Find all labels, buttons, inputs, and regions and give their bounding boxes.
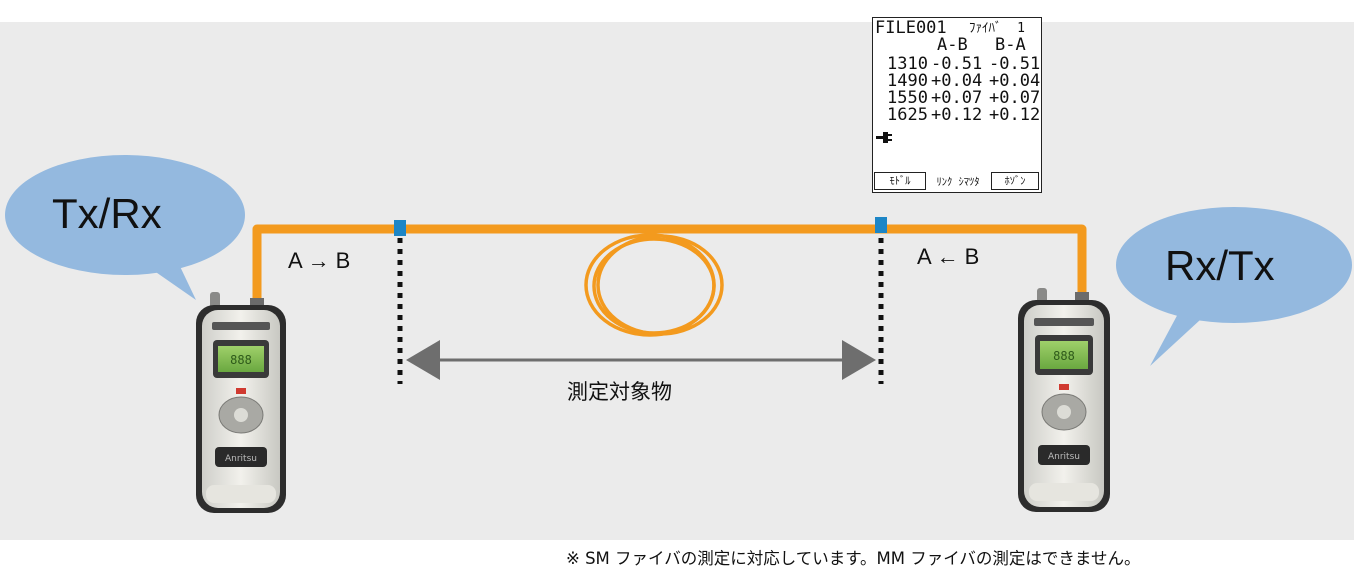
lcd-col-ab: A-B — [937, 35, 968, 55]
svg-text:Anritsu: Anritsu — [1048, 452, 1080, 462]
lcd-row-ba: -0.51 — [989, 54, 1041, 74]
lcd-row-wavelength: 1310 — [887, 54, 928, 74]
handheld-device-right: 888 Anritsu — [1018, 288, 1110, 512]
lcd-row-ba: +0.12 — [989, 105, 1041, 125]
speech-bubble-left — [5, 155, 245, 300]
connector-right — [875, 217, 887, 233]
lcd-fiber-number: ﾌｧｲﾊﾞ 1 — [969, 21, 1025, 36]
lcd-col-ba: B-A — [995, 35, 1026, 55]
plug-icon — [876, 132, 892, 143]
fiber-coil — [584, 233, 724, 337]
lcd-row-ba: +0.04 — [989, 71, 1041, 91]
lcd-row-ba: +0.07 — [989, 88, 1041, 108]
lcd-softkey-save: ﾎｿﾞﾝ — [991, 172, 1039, 190]
lcd-row-wavelength: 1550 — [887, 88, 928, 108]
connector-left — [394, 220, 406, 236]
svg-text:888: 888 — [230, 353, 252, 367]
dut-span-arrow — [406, 340, 876, 380]
fiber-cable — [252, 224, 1087, 303]
lcd-softkey-link: ﾘﾝｸ ｼﾏﾂﾀ — [936, 176, 980, 188]
lcd-row-ab: +0.12 — [931, 105, 983, 125]
handheld-device-left: 888 Anritsu — [196, 292, 286, 513]
lcd-file-name: FILE001 — [875, 18, 947, 38]
speech-bubble-right — [1116, 207, 1352, 366]
bubble-label-left: Tx/Rx — [52, 190, 162, 237]
lcd-softkey-mode: ﾓﾄﾞﾙ — [874, 172, 926, 190]
lcd-row-wavelength: 1490 — [887, 71, 928, 91]
lcd-row-wavelength: 1625 — [887, 105, 928, 125]
lcd-row-ab: +0.07 — [931, 88, 983, 108]
bubble-label-right: Rx/Tx — [1165, 242, 1275, 289]
direction-label-left: A → B — [288, 248, 351, 273]
svg-text:888: 888 — [1053, 349, 1075, 363]
lcd-row-ab: -0.51 — [931, 54, 983, 74]
direction-label-right: A ← B — [917, 244, 980, 269]
svg-text:Anritsu: Anritsu — [225, 454, 257, 464]
dut-label: 測定対象物 — [567, 380, 672, 404]
footnote: ※ SM ファイバの測定に対応しています。MM ファイバの測定はできません。 — [566, 549, 1141, 568]
lcd-row-ab: +0.04 — [931, 71, 983, 91]
lcd-readout: FILE001 ﾌｧｲﾊﾞ 1 A-B B-A 1310 -0.51 -0.51… — [872, 17, 1042, 193]
